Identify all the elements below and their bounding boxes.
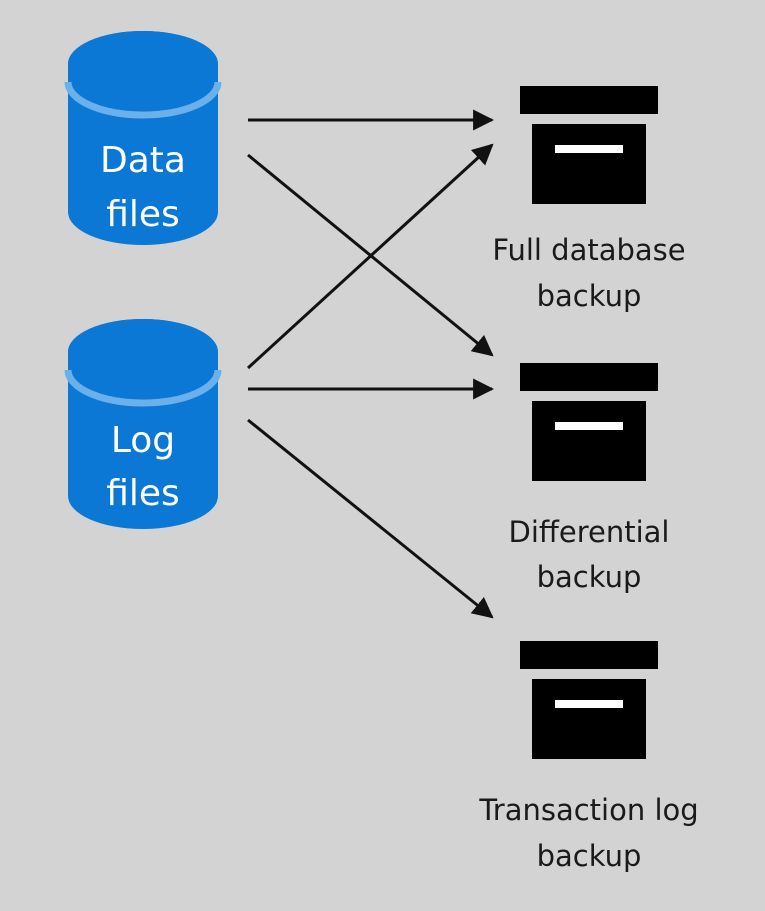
differential-backup-node: Differential backup bbox=[509, 363, 670, 594]
log-files-label-line1: Log bbox=[111, 420, 175, 461]
archive-box-icon bbox=[520, 363, 658, 481]
data-files-label-line1: Data bbox=[100, 140, 186, 181]
archive-box-icon bbox=[520, 641, 658, 759]
full-backup-label-line1: Full database bbox=[492, 233, 685, 267]
data-files-label-line2: files bbox=[106, 194, 180, 235]
archive-box-icon bbox=[520, 86, 658, 204]
data-files-node: Data files bbox=[64, 31, 222, 245]
arrow-log-to-transaction bbox=[247, 418, 494, 619]
differential-backup-label-line1: Differential bbox=[509, 515, 670, 549]
database-cylinder-icon bbox=[64, 31, 222, 245]
transaction-log-backup-node: Transaction log backup bbox=[478, 641, 699, 873]
full-backup-label-line2: backup bbox=[537, 279, 642, 313]
log-files-node: Log files bbox=[64, 319, 222, 529]
differential-backup-label-line2: backup bbox=[537, 560, 642, 594]
transaction-log-backup-label-line2: backup bbox=[537, 839, 642, 873]
full-backup-node: Full database backup bbox=[492, 86, 686, 313]
database-cylinder-icon bbox=[64, 319, 222, 529]
log-files-label-line2: files bbox=[106, 473, 180, 514]
transaction-log-backup-label-line1: Transaction log bbox=[478, 793, 698, 827]
connections bbox=[246, 109, 495, 619]
arrow-log-to-full bbox=[246, 143, 494, 370]
